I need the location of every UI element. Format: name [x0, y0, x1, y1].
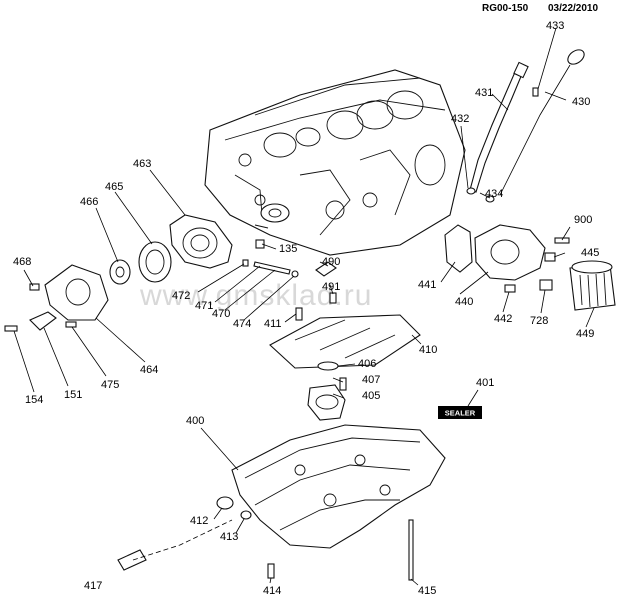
callout-401: 401: [476, 377, 494, 389]
callout-471: 471: [195, 300, 213, 312]
callout-151: 151: [64, 389, 82, 401]
callout-413: 413: [220, 531, 238, 543]
callout-410: 410: [419, 344, 437, 356]
callout-474: 474: [233, 318, 251, 330]
callout-431: 431: [475, 87, 493, 99]
callout-449: 449: [576, 328, 594, 340]
callout-445: 445: [581, 247, 599, 259]
callout-441: 441: [418, 279, 436, 291]
callout-135: 135: [279, 243, 297, 255]
callout-414: 414: [263, 585, 281, 597]
callout-411: 411: [264, 318, 282, 330]
oil-pan: [117, 424, 446, 581]
callout-412: 412: [190, 515, 208, 527]
leader-lines: [13, 27, 595, 586]
callout-442: 442: [494, 313, 512, 325]
sealer-badge-box: [438, 406, 482, 419]
callout-470: 470: [212, 308, 230, 320]
callout-430: 430: [572, 96, 590, 108]
callout-432: 432: [451, 113, 469, 125]
callout-490: 490: [322, 256, 340, 268]
callout-154: 154: [25, 394, 43, 406]
callout-440: 440: [455, 296, 473, 308]
callout-900: 900: [574, 214, 592, 226]
callout-491: 491: [322, 281, 340, 293]
callout-465: 465: [105, 181, 123, 193]
callout-466: 466: [80, 196, 98, 208]
callout-472: 472: [172, 290, 190, 302]
callout-406: 406: [358, 358, 376, 370]
callout-415: 415: [418, 585, 436, 597]
callout-400: 400: [186, 415, 204, 427]
oil-pump-assembly: [4, 214, 337, 332]
engine-block: [204, 69, 466, 256]
oil-filter-assembly: [444, 224, 616, 311]
dipstick-assembly: [466, 49, 585, 203]
sealer-badge: SEALER: [445, 409, 476, 418]
callout-728: 728: [530, 315, 548, 327]
diagram-date: 03/22/2010: [548, 3, 598, 14]
callout-464: 464: [140, 364, 158, 376]
callout-433: 433: [546, 20, 564, 32]
callout-434: 434: [485, 188, 503, 200]
callout-475: 475: [101, 379, 119, 391]
diagram-code: RG00-150: [482, 3, 529, 14]
callout-407: 407: [362, 374, 380, 386]
callout-417: 417: [84, 580, 102, 592]
callout-463: 463: [133, 158, 151, 170]
callout-labels: 433 430 431 432 434 463 465 466 468 135 …: [13, 20, 599, 597]
callout-405: 405: [362, 390, 380, 402]
baffle-and-pickup: [269, 307, 421, 421]
callout-468: 468: [13, 256, 31, 268]
